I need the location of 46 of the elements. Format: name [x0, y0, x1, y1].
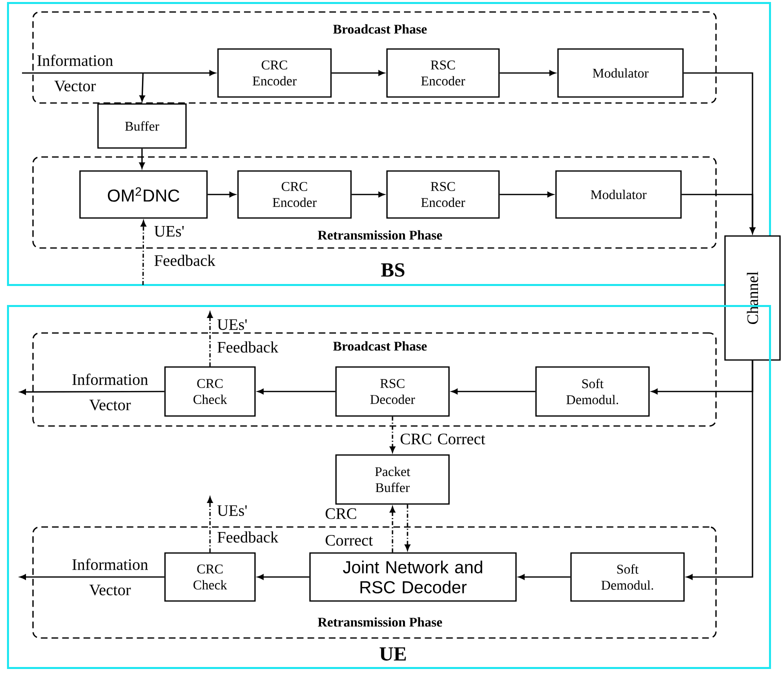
dashed-arrow	[390, 506, 396, 552]
process-box: CRC Encoder	[217, 48, 332, 98]
process-box: RSC Encoder	[386, 170, 500, 219]
arrow	[500, 70, 556, 76]
arrow	[500, 192, 554, 198]
arrow	[518, 574, 570, 580]
process-box: CRC Check	[164, 552, 256, 602]
arrow	[332, 70, 385, 76]
dashed-arrow	[207, 496, 213, 552]
edge-label: UEs' Feedback	[217, 505, 278, 543]
process-box: CRC Check	[164, 366, 256, 417]
arrow	[139, 148, 145, 168]
edge-label: UEs' Feedback	[154, 226, 216, 266]
process-box: Modulator	[555, 170, 682, 219]
process-box: Buffer	[97, 103, 187, 149]
arrow	[20, 389, 164, 395]
arrow	[208, 192, 236, 198]
edge-label: CRC Correct	[400, 434, 486, 444]
dashed-arrow	[140, 220, 146, 285]
process-box: Soft Demodul.	[535, 366, 650, 417]
arrow	[682, 194, 756, 234]
channel-box: Channel	[724, 235, 781, 361]
arrow	[139, 72, 146, 102]
process-box: Modulator	[557, 48, 684, 98]
process-box: CRC Encoder	[237, 170, 352, 219]
arrow	[258, 574, 310, 580]
edge-label: CRC Correct	[326, 508, 373, 546]
dashed-arrow	[404, 504, 410, 550]
arrow	[352, 192, 385, 198]
dashed-arrow	[390, 416, 396, 452]
process-box: RSC Decoder	[335, 366, 450, 417]
arrow	[686, 360, 754, 580]
edge-label: Information Vector	[72, 558, 148, 596]
arrow	[22, 70, 216, 76]
edge-label: UEs' Feedback	[217, 319, 278, 353]
process-box: Soft Demodul.	[570, 552, 685, 602]
edge-label: Information Vector	[37, 54, 113, 92]
arrow	[258, 388, 336, 394]
process-box: Packet Buffer	[335, 454, 450, 505]
dashed-arrow	[207, 312, 213, 366]
arrow	[452, 388, 536, 394]
edge-label: Information Vector	[72, 374, 148, 410]
process-box: RSC Encoder	[386, 48, 500, 98]
arrow	[20, 574, 164, 580]
process-box: Joint Network and RSC Decoder	[309, 552, 517, 602]
process-box: OM$^{2}$DNC	[79, 170, 208, 219]
